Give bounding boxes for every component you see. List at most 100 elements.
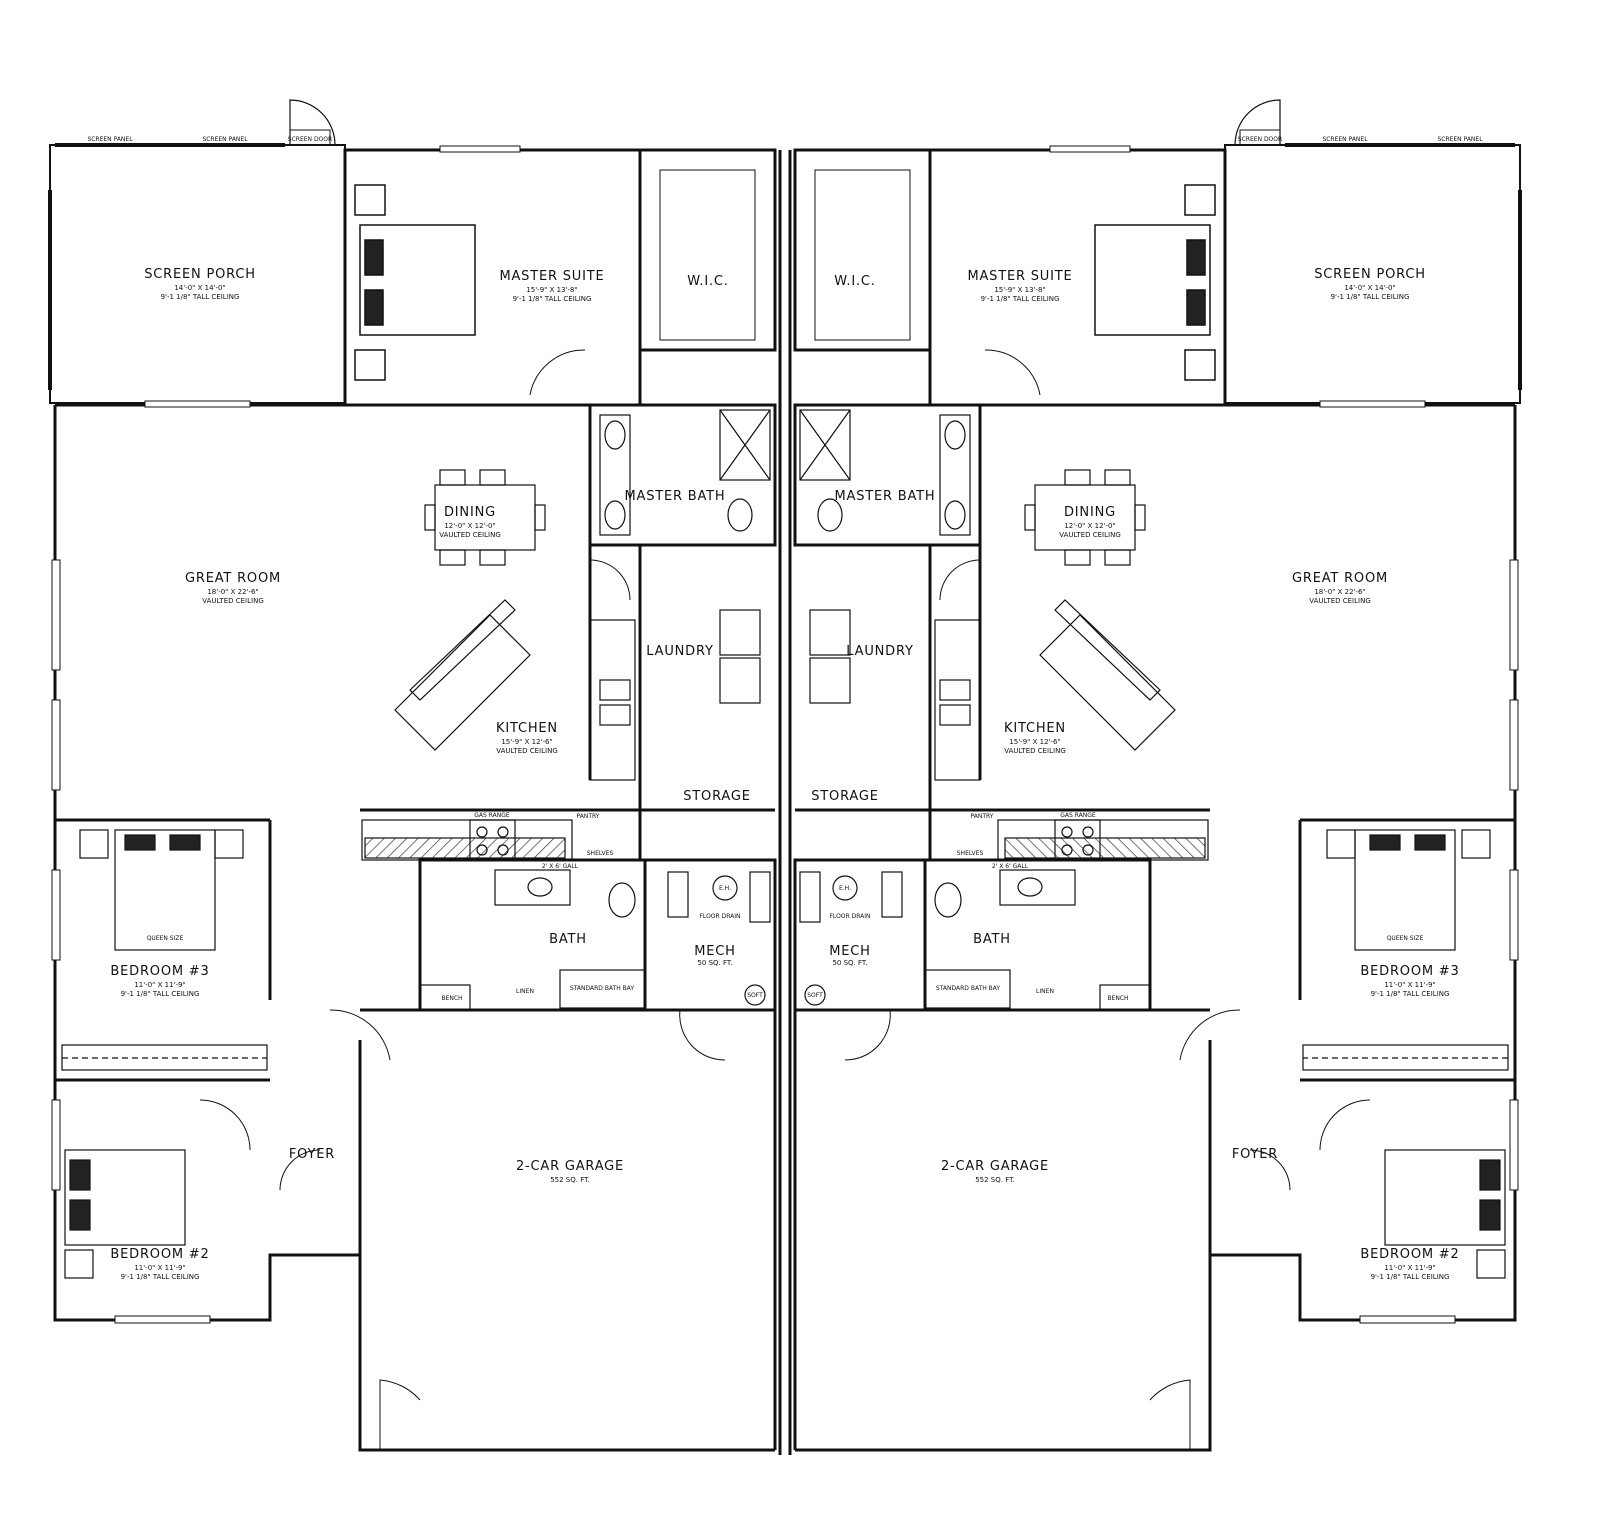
- room-dim: 15'-9" X 13'-8": [994, 286, 1045, 294]
- soft-label: SOFT: [807, 992, 823, 999]
- screen-door: [289, 129, 331, 146]
- bench-label: BENCH: [441, 995, 462, 1002]
- screen-door-label: SCREEN DOOR: [288, 136, 332, 143]
- room-name: BATH: [973, 932, 1011, 947]
- door-swings: [199, 349, 726, 1450]
- room-dim: 12'-0" X 12'-0": [444, 522, 495, 530]
- unit-right: [793, 99, 1522, 1452]
- room-name: STORAGE: [811, 789, 878, 804]
- bath-fixtures: [419, 869, 646, 1011]
- grab-bar-label: 2' X 6' GALL: [992, 863, 1029, 870]
- queen-size-label: QUEEN SIZE: [1387, 935, 1424, 942]
- screen-panel-label: SCREEN PANEL: [1322, 136, 1368, 143]
- room-note: 9'-1 1/8" TALL CEILING: [513, 295, 592, 303]
- room-note: 9'-1 1/8" TALL CEILING: [121, 1273, 200, 1281]
- room-dim: 50 SQ. FT.: [832, 959, 867, 967]
- room-name: PANTRY: [971, 813, 994, 820]
- unit-left: [48, 99, 777, 1452]
- room-note: VAULTED CEILING: [1309, 597, 1371, 605]
- room-dim: 14'-0" X 14'-0": [174, 284, 225, 292]
- room-name: FOYER: [1232, 1147, 1278, 1162]
- kitchen-counters: [361, 619, 636, 861]
- room-name: PANTRY: [577, 813, 600, 820]
- eh-label: E.H.: [719, 885, 731, 892]
- linen-label: LINEN: [1036, 988, 1054, 995]
- room-name: MECH: [829, 944, 870, 959]
- room-note: VAULTED CEILING: [1059, 531, 1121, 539]
- room-dim: 11'-0" X 11'-9": [134, 1264, 185, 1272]
- screen-panel-label: SCREEN PANEL: [87, 136, 133, 143]
- room-name: BATH: [549, 932, 587, 947]
- floor-drain-label: FLOOR DRAIN: [829, 913, 870, 920]
- room-name: LAUNDRY: [846, 644, 913, 659]
- room-note: VAULTED CEILING: [439, 531, 501, 539]
- room-name: DINING: [1064, 505, 1116, 520]
- shelves-label: SHELVES: [587, 850, 614, 857]
- room-dim: 552 SQ. FT.: [975, 1176, 1015, 1184]
- floor-drain-label: FLOOR DRAIN: [699, 913, 740, 920]
- room-name: STORAGE: [683, 789, 750, 804]
- room-note: 9'-1 1/8" TALL CEILING: [1371, 1273, 1450, 1281]
- room-name: MASTER SUITE: [499, 269, 604, 284]
- room-name: W.I.C.: [687, 274, 728, 289]
- king-bed: [354, 184, 476, 381]
- room-dim: 15'-9" X 13'-8": [526, 286, 577, 294]
- room-note: 9'-1 1/8" TALL CEILING: [1371, 990, 1450, 998]
- room-dim: 15'-9" X 12'-6": [501, 738, 552, 746]
- room-name: SCREEN PORCH: [144, 267, 256, 282]
- room-note: 9'-1 1/8" TALL CEILING: [981, 295, 1060, 303]
- room-name: SCREEN PORCH: [1314, 267, 1426, 282]
- gas-range-label: GAS RANGE: [474, 812, 510, 819]
- queen-bed-bedroom-2: [64, 1149, 186, 1279]
- room-name: MASTER BATH: [625, 489, 726, 504]
- room-name: KITCHEN: [496, 721, 558, 736]
- room-name: DINING: [444, 505, 496, 520]
- room-dim: 11'-0" X 11'-9": [134, 981, 185, 989]
- sofa: [394, 599, 531, 751]
- mech-equipment: [667, 871, 771, 1006]
- room-note: 9'-1 1/8" TALL CEILING: [1331, 293, 1410, 301]
- queen-bed-bedroom-3: [79, 829, 244, 951]
- dining-table: [424, 469, 546, 566]
- room-name: GREAT ROOM: [185, 571, 281, 586]
- queen-size-label: QUEEN SIZE: [147, 935, 184, 942]
- laundry-appliances: [719, 609, 761, 704]
- room-note: VAULTED CEILING: [1004, 747, 1066, 755]
- room-name: FOYER: [289, 1147, 335, 1162]
- room-dim: 11'-0" X 11'-9": [1384, 981, 1435, 989]
- room-dim: 12'-0" X 12'-0": [1064, 522, 1115, 530]
- soft-label: SOFT: [747, 992, 763, 999]
- wic-shelving: [659, 169, 756, 341]
- room-dim: 50 SQ. FT.: [697, 959, 732, 967]
- room-name: BEDROOM #3: [110, 964, 209, 979]
- screen-panel-label: SCREEN PANEL: [1437, 136, 1483, 143]
- room-name: 2-CAR GARAGE: [516, 1159, 624, 1174]
- room-dim: 14'-0" X 14'-0": [1344, 284, 1395, 292]
- room-name: BEDROOM #2: [110, 1247, 209, 1262]
- master-bath-fixtures: [599, 409, 771, 536]
- room-name: KITCHEN: [1004, 721, 1066, 736]
- bath-bay-label: STANDARD BATH BAY: [570, 985, 635, 992]
- room-name: 2-CAR GARAGE: [941, 1159, 1049, 1174]
- screen-panel-label: SCREEN PANEL: [202, 136, 248, 143]
- room-name: LAUNDRY: [646, 644, 713, 659]
- linen-label: LINEN: [516, 988, 534, 995]
- shelves-label: SHELVES: [957, 850, 984, 857]
- labels-left: SCREEN PORCH 14'-0" X 14'-0" 9'-1 1/8" T…: [87, 136, 763, 1281]
- party-wall: [778, 150, 792, 1455]
- screen-panels: [48, 143, 285, 390]
- room-name: MASTER SUITE: [967, 269, 1072, 284]
- room-note: VAULTED CEILING: [496, 747, 558, 755]
- windows: [51, 145, 521, 1324]
- room-name: W.I.C.: [834, 274, 875, 289]
- room-name: MECH: [694, 944, 735, 959]
- eh-label: E.H.: [839, 885, 851, 892]
- room-note: 9'-1 1/8" TALL CEILING: [161, 293, 240, 301]
- room-name: BEDROOM #3: [1360, 964, 1459, 979]
- room-name: BEDROOM #2: [1360, 1247, 1459, 1262]
- room-dim: 15'-9" X 12'-6": [1009, 738, 1060, 746]
- room-dim: 18'-0" X 22'-6": [1314, 588, 1365, 596]
- bench-label: BENCH: [1107, 995, 1128, 1002]
- room-dim: 552 SQ. FT.: [550, 1176, 590, 1184]
